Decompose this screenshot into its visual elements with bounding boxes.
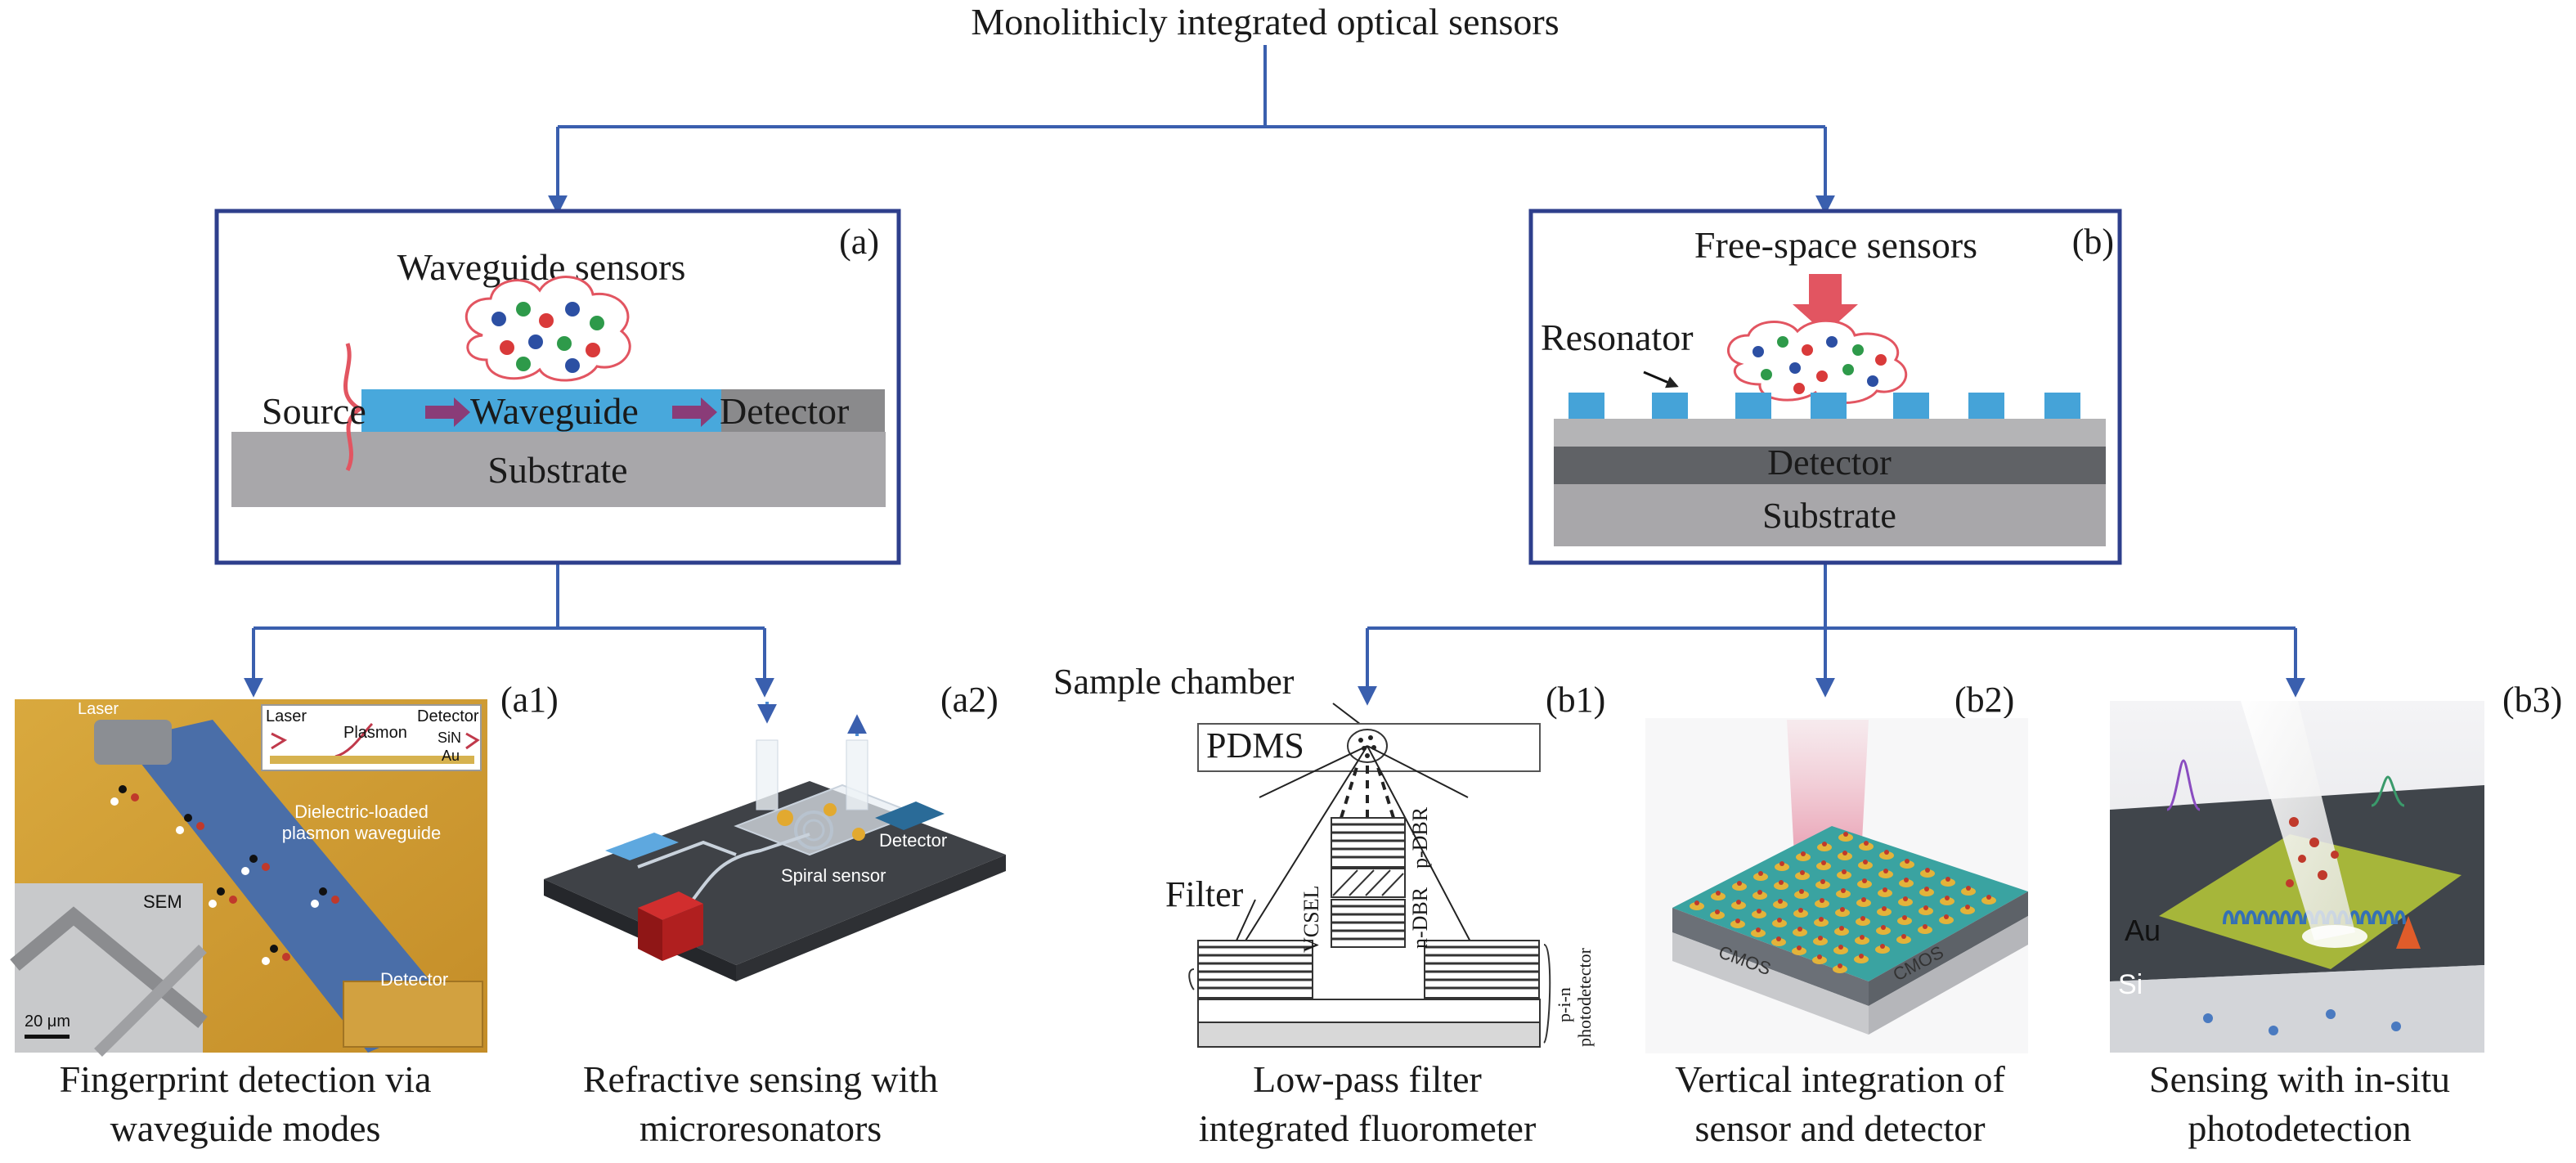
b1-filter-left <box>1197 940 1313 999</box>
a1-caption-1: Fingerprint detection via <box>60 1058 432 1100</box>
b1-label-filter: Filter <box>1165 874 1244 914</box>
b1-label-vcsel: VCSEL <box>1299 886 1323 953</box>
a1-molecules <box>110 785 339 965</box>
subpanel-a1-tag: (a1) <box>500 680 559 720</box>
waveguide-label: Waveguide <box>470 390 639 432</box>
subpanel-a1: (a1) Laser Laser Detector Plasmon SiN A <box>10 680 559 1149</box>
b1-filter-right <box>1424 940 1540 999</box>
panel-b-tag: (b) <box>2072 222 2114 262</box>
a2-label-laser: Laser <box>660 973 705 994</box>
b3-red-peak <box>2396 916 2421 949</box>
analyte-cloud-b <box>1726 319 1908 404</box>
top-cladding <box>1554 419 2106 447</box>
a2-caption-1: Refractive sensing with <box>583 1058 938 1100</box>
substrate-layer <box>231 432 886 507</box>
b3-caption-2: photodetection <box>2188 1107 2411 1149</box>
resonator-pointer <box>1643 370 1679 388</box>
b3-label-au: Au <box>2125 914 2161 947</box>
diagram-title: Monolithicly integrated optical sensors <box>971 1 1559 43</box>
b1-label-p-dbr: p-DBR <box>1408 806 1432 869</box>
b1-caption-2: integrated fluorometer <box>1199 1107 1537 1149</box>
panel-a-tag: (a) <box>839 222 879 262</box>
b2-caption-1: Vertical integration of <box>1675 1058 2005 1100</box>
panel-b-title: Free-space sensors <box>1694 224 1977 266</box>
panel-free-space-sensors: (b) Free-space sensors <box>1528 209 2122 565</box>
substrate-label-b: Substrate <box>1762 496 1896 536</box>
a2-label-detector: Detector <box>879 830 947 851</box>
a1-laser-block <box>94 720 172 765</box>
a1-label-au: Au <box>442 748 460 764</box>
waveguide-arrow-1 <box>425 397 470 427</box>
a1-detector-block <box>343 981 483 1048</box>
b2-chip-top <box>1672 826 2028 981</box>
b1-label-pin-1: p-i-n <box>1554 987 1574 1022</box>
subpanel-b1-tag: (b1) <box>1546 680 1605 720</box>
connector-lines <box>244 45 2305 706</box>
b2-sensor-array <box>1690 832 1996 973</box>
b1-label-n-dbr: n-DBR <box>1408 887 1432 949</box>
a1-label-sin: SiN <box>438 730 461 746</box>
b3-label-si: Si <box>2118 969 2143 1000</box>
a2-spiral <box>794 811 833 850</box>
resonator-array <box>1568 393 2080 419</box>
waveguide-arrow-2 <box>672 397 717 427</box>
a1-label-inset-detector: Detector <box>417 707 479 725</box>
analyte-cloud <box>464 276 631 382</box>
b1-label-sample-chamber: Sample chamber <box>1053 662 1295 702</box>
a1-label-detector: Detector <box>380 969 448 990</box>
b1-label-pdms: PDMS <box>1206 725 1304 766</box>
detector-layer <box>1554 447 2106 484</box>
a2-label-spiral: Spiral sensor <box>781 865 886 886</box>
a2-laser-block <box>638 891 703 920</box>
b3-caption-1: Sensing with in-situ <box>2149 1058 2450 1100</box>
a2-detector <box>875 802 945 830</box>
b1-substrate <box>1197 1022 1541 1048</box>
b2-caption-2: sensor and detector <box>1694 1107 1985 1149</box>
substrate-label: Substrate <box>487 449 627 491</box>
a1-label-sem: SEM <box>143 891 182 912</box>
subpanel-a2: (a2) Detector Spiral sensor Laser Refrac… <box>544 680 1006 1149</box>
b1-detector-layer <box>1197 999 1541 1023</box>
subpanel-b3: (b3) Au Si Sensing with in-situ photodet… <box>2110 680 2562 1149</box>
b1-caption-1: Low-pass filter <box>1253 1058 1482 1100</box>
substrate-layer-b <box>1554 484 2106 546</box>
a1-caption-2: waveguide modes <box>110 1107 381 1149</box>
panel-a-title: Waveguide sensors <box>397 246 686 288</box>
a2-grating <box>605 833 679 860</box>
subpanel-b2-tag: (b2) <box>1954 680 2014 720</box>
subpanel-b3-tag: (b3) <box>2502 680 2562 720</box>
b1-vcsel-stack <box>1331 817 1406 948</box>
subpanel-b2: (b2) CMOS CMOS Vertical integration of s… <box>1645 680 2028 1149</box>
subpanel-b1: (b1) Sample chamber PDMS <box>1053 662 1605 1149</box>
incident-light-arrow <box>1793 274 1858 334</box>
a1-label-inset-laser: Laser <box>266 707 307 725</box>
a1-label-laser: Laser <box>78 700 119 718</box>
a1-label-plasmon: Plasmon <box>343 724 407 742</box>
panel-waveguide-sensors: (a) Waveguide sensors Source Waveguide <box>214 209 901 565</box>
a1-waveguide-band <box>123 720 458 1053</box>
a1-sem-inset <box>15 883 203 1053</box>
a2-caption-2: microresonators <box>640 1107 882 1149</box>
waveguide-layer <box>361 389 721 432</box>
resonator-label: Resonator <box>1541 317 1694 358</box>
a1-label-dlpw-2: plasmon waveguide <box>282 823 441 843</box>
subpanel-a2-tag: (a2) <box>940 680 999 720</box>
a1-label-scale: 20 μm <box>25 1013 70 1031</box>
b1-label-pin-2: photodetector <box>1574 947 1595 1047</box>
detector-label-b: Detector <box>1767 442 1892 483</box>
detector-block <box>721 389 885 432</box>
detector-label: Detector <box>720 390 849 432</box>
a1-label-dlpw-1: Dielectric-loaded <box>294 802 429 822</box>
source-wave <box>343 343 364 472</box>
source-label: Source <box>262 390 366 432</box>
